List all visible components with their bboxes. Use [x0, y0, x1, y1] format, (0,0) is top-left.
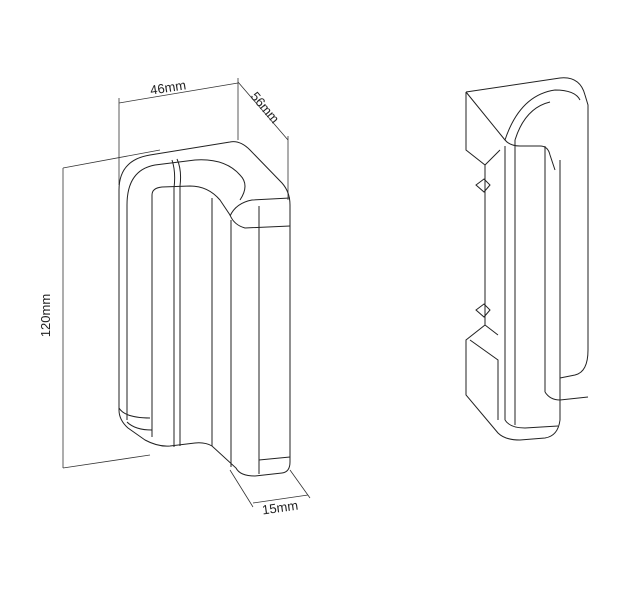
bracket-front-view — [118, 141, 291, 477]
height-dimension-label: 120mm — [38, 293, 54, 338]
bracket-rear-view — [465, 77, 589, 441]
dimension-lines — [62, 78, 311, 508]
